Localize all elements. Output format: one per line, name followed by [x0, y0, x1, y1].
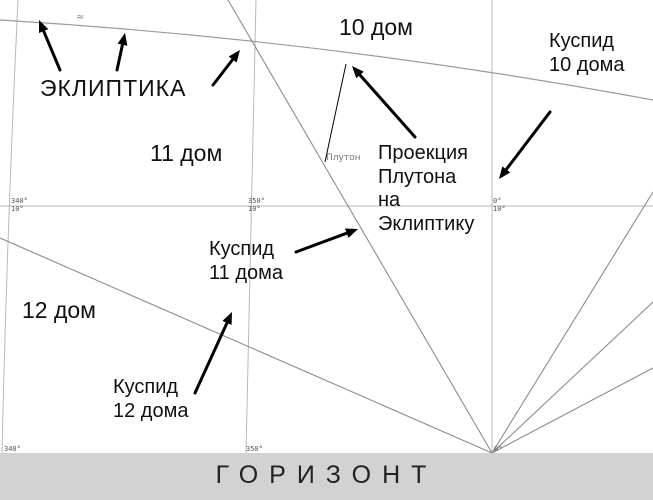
grid-label-0-bottom: 0°	[494, 445, 503, 453]
cusp-11-label: Куспид 11 дома	[209, 238, 283, 284]
meridian-350	[245, 0, 257, 454]
arrow-ecliptic-3-shaft	[211, 58, 235, 87]
ecliptic-line	[0, 19, 653, 101]
arrow-ecliptic-2	[115, 33, 128, 72]
house-12-label: 12 дом	[22, 297, 96, 323]
cusp-12-line	[0, 237, 493, 454]
grid-label-340-bottom: 340°	[4, 445, 21, 453]
pluto-label: Плутон	[326, 153, 361, 163]
arrow-ecliptic-3-head	[228, 50, 240, 63]
meridian-340	[1, 0, 19, 454]
arrows	[39, 20, 552, 395]
grid-label-350: 350° 10°	[248, 197, 265, 214]
pluto-projection-line	[324, 63, 347, 163]
arrow-cusp-10-shaft	[504, 110, 552, 171]
cusp-12-label: Куспид 12 дома	[113, 376, 189, 422]
cusp-11-line	[227, 0, 493, 454]
cusp-10-line	[491, 191, 653, 454]
arrow-cusp-11-head	[345, 228, 358, 238]
ecliptic-label: ЭКЛИПТИКА	[40, 75, 187, 101]
arrow-cusp-12	[193, 312, 232, 395]
house-10-label: 10 дом	[339, 14, 413, 40]
grid-label-350-bottom: 350°	[246, 445, 263, 453]
cusp-9-line	[491, 301, 653, 454]
house-lines	[0, 0, 653, 454]
arrow-cusp-12-shaft	[193, 321, 229, 395]
arrow-ecliptic-3	[211, 50, 240, 87]
arrow-cusp-11	[294, 228, 358, 254]
grid-label-0: 0° 10°	[493, 197, 506, 214]
arrow-ecliptic-1-shaft	[42, 29, 62, 72]
arrow-cusp-10-head	[499, 166, 511, 179]
cusp-10-label: Куспид 10 дома	[549, 30, 625, 76]
arrow-cusp-12-head	[222, 312, 232, 325]
ecliptic-symbol: ≈	[76, 12, 85, 23]
cusp-8-line	[491, 367, 653, 454]
grid-lines	[0, 0, 653, 454]
arrow-projection	[352, 66, 417, 139]
house-11-label: 11 дом	[150, 140, 223, 166]
arrow-projection-head	[352, 66, 364, 79]
arrow-ecliptic-2-shaft	[115, 43, 124, 72]
arrow-ecliptic-2-head	[117, 33, 128, 46]
arrow-cusp-11-shaft	[294, 231, 349, 254]
pluto-projection-label: Проекция Плутона на Эклиптику	[378, 142, 475, 235]
horizon-band	[0, 453, 653, 500]
horizon-label: ГОРИЗОНТ	[215, 461, 438, 489]
grid-label-340: 340° 10°	[11, 197, 28, 214]
arrow-ecliptic-1	[39, 20, 62, 72]
arrow-projection-shaft	[358, 73, 417, 139]
arrow-cusp-10	[499, 110, 552, 179]
arrow-ecliptic-1-head	[39, 20, 49, 33]
